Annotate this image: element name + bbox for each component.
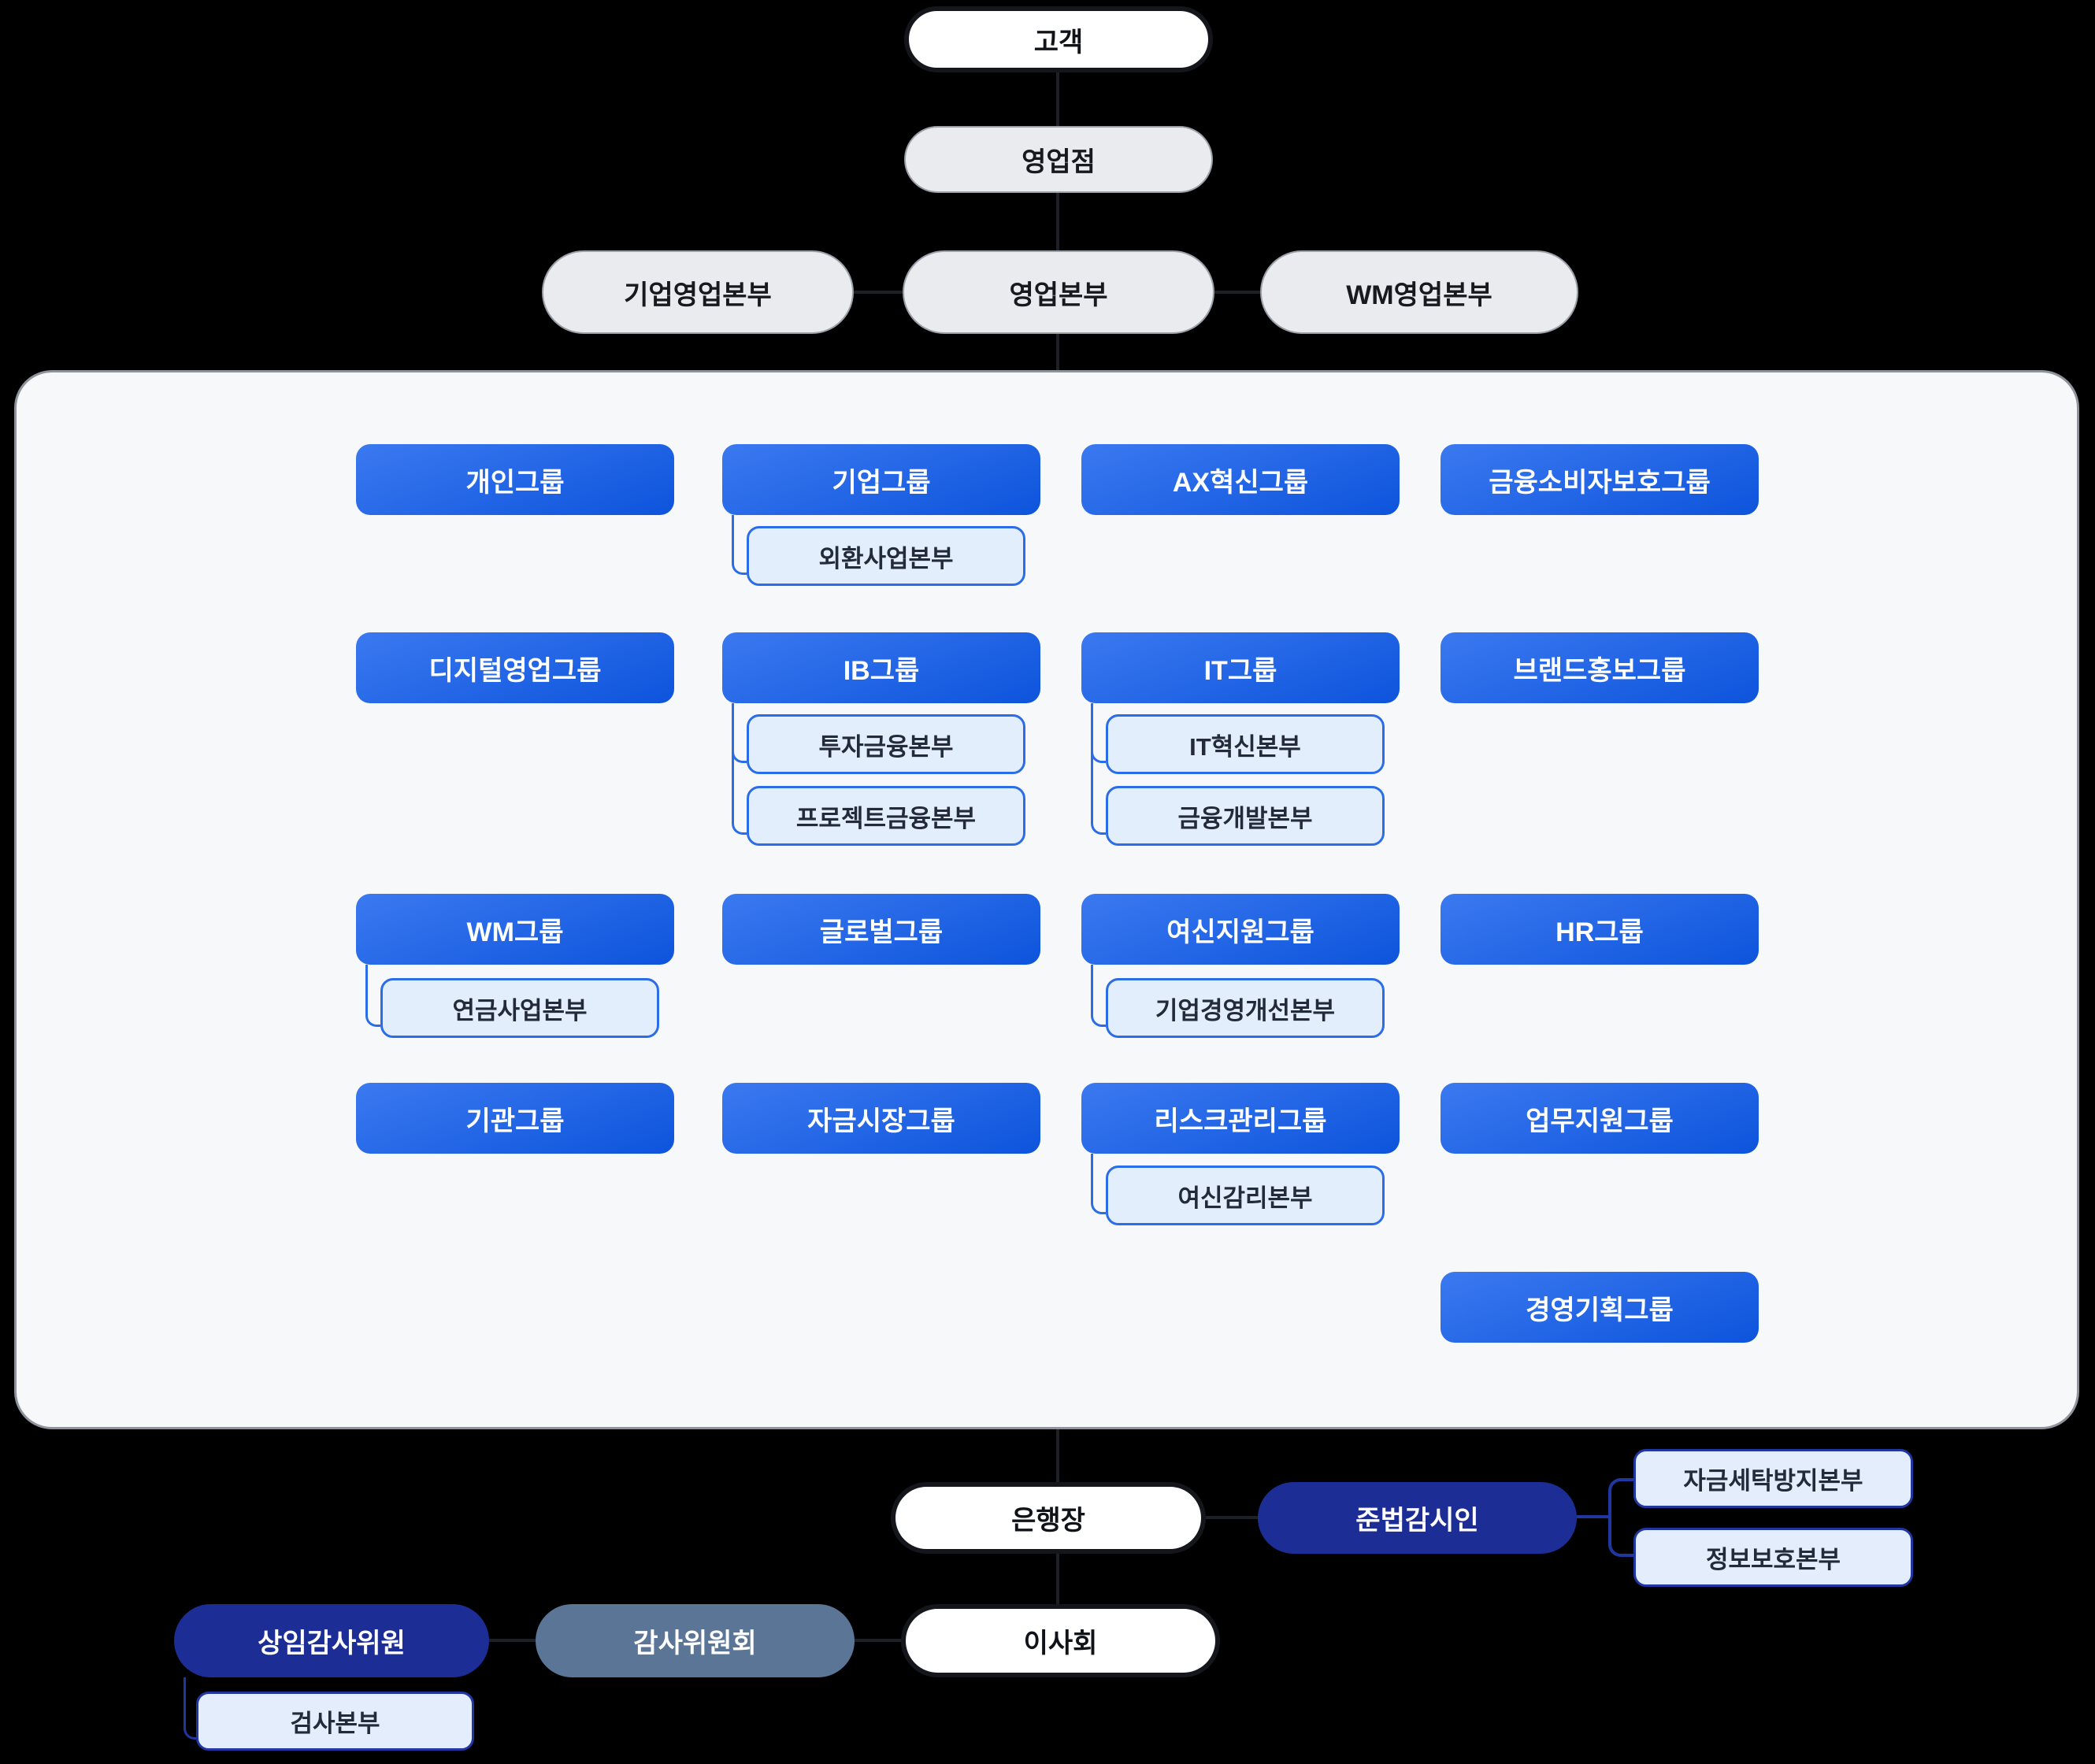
node-group-biz-support: 업무지원그룹: [1441, 1083, 1759, 1154]
node-group-institution: 기관그룹: [356, 1083, 674, 1154]
connector-auditor-committee: [489, 1639, 536, 1642]
connector-it-financedev: [1091, 703, 1106, 835]
connector-auditor-inspection: [184, 1677, 196, 1740]
connector-ceo-board: [1056, 1554, 1059, 1604]
node-group-ax-innovation: AX혁신그룹: [1081, 444, 1400, 515]
node-group-consumer-protection: 금융소비자보호그룹: [1441, 444, 1759, 515]
connector-salesdiv-panel: [1056, 334, 1059, 370]
node-branch: 영업점: [904, 126, 1213, 193]
connector-customer-branch: [1056, 72, 1059, 126]
node-sub-project-finance: 프로젝트금융본부: [747, 786, 1025, 846]
node-sub-corp-mgmt-improve: 기업경영개선본부: [1106, 978, 1385, 1038]
node-group-ib: IB그룹: [722, 632, 1040, 703]
connector-salesdiv-wmsales: [1214, 291, 1260, 294]
node-sub-pension: 연금사업본부: [380, 978, 659, 1038]
node-sub-inspection: 검사본부: [196, 1692, 474, 1751]
node-group-brand: 브랜드홍보그룹: [1441, 632, 1759, 703]
node-compliance-officer: 준법감시인: [1258, 1482, 1577, 1554]
connector-panel-ceo: [1056, 1429, 1059, 1482]
node-customer: 고객: [904, 6, 1213, 72]
node-group-hr: HR그룹: [1441, 894, 1759, 965]
connector-committee-board: [855, 1639, 901, 1642]
node-group-planning: 경영기획그룹: [1441, 1272, 1759, 1343]
node-sub-forex: 외환사업본부: [747, 526, 1025, 586]
connector-ib-project: [732, 703, 747, 835]
node-group-it: IT그룹: [1081, 632, 1400, 703]
node-corp-sales-division: 기업영업본부: [542, 250, 854, 334]
connector-corpsales-salesdiv: [854, 291, 903, 294]
node-sub-investment-finance: 투자금융본부: [747, 714, 1025, 774]
connector-ceo-compliance: [1206, 1516, 1258, 1519]
node-group-personal: 개인그룹: [356, 444, 674, 515]
node-group-global: 글로벌그룹: [722, 894, 1040, 965]
node-group-risk: 리스크관리그룹: [1081, 1083, 1400, 1154]
node-sub-info-protection: 정보보호본부: [1633, 1528, 1913, 1587]
node-group-digital: 디지털영업그룹: [356, 632, 674, 703]
connector-creditsupport-corpimprove: [1091, 965, 1106, 1027]
node-ceo: 은행장: [891, 1482, 1206, 1554]
node-standing-auditor: 상임감사위원: [174, 1604, 489, 1677]
connector-corporate-forex: [732, 515, 747, 575]
connector-compliance-bracket: [1577, 1515, 1608, 1518]
node-sub-it-innovation: IT혁신본부: [1106, 714, 1385, 774]
node-sub-credit-review: 여신감리본부: [1106, 1166, 1385, 1225]
node-group-credit-support: 여신지원그룹: [1081, 894, 1400, 965]
connector-risk-creditreview: [1091, 1154, 1106, 1214]
connector-bracket-aml: [1608, 1478, 1633, 1515]
node-board: 이사회: [901, 1604, 1220, 1677]
connector-wm-pension: [365, 965, 380, 1027]
node-group-treasury: 자금시장그룹: [722, 1083, 1040, 1154]
connector-bracket-infoprotection: [1608, 1515, 1633, 1557]
groups-panel: [14, 370, 2079, 1429]
node-group-corporate: 기업그룹: [722, 444, 1040, 515]
connector-branch-salesdiv: [1056, 193, 1059, 250]
node-sub-aml: 자금세탁방지본부: [1633, 1449, 1913, 1508]
node-sub-finance-dev: 금융개발본부: [1106, 786, 1385, 846]
node-sales-division: 영업본부: [903, 250, 1214, 334]
node-wm-sales-division: WM영업본부: [1260, 250, 1578, 334]
node-group-wm: WM그룹: [356, 894, 674, 965]
node-audit-committee: 감사위원회: [536, 1604, 855, 1677]
